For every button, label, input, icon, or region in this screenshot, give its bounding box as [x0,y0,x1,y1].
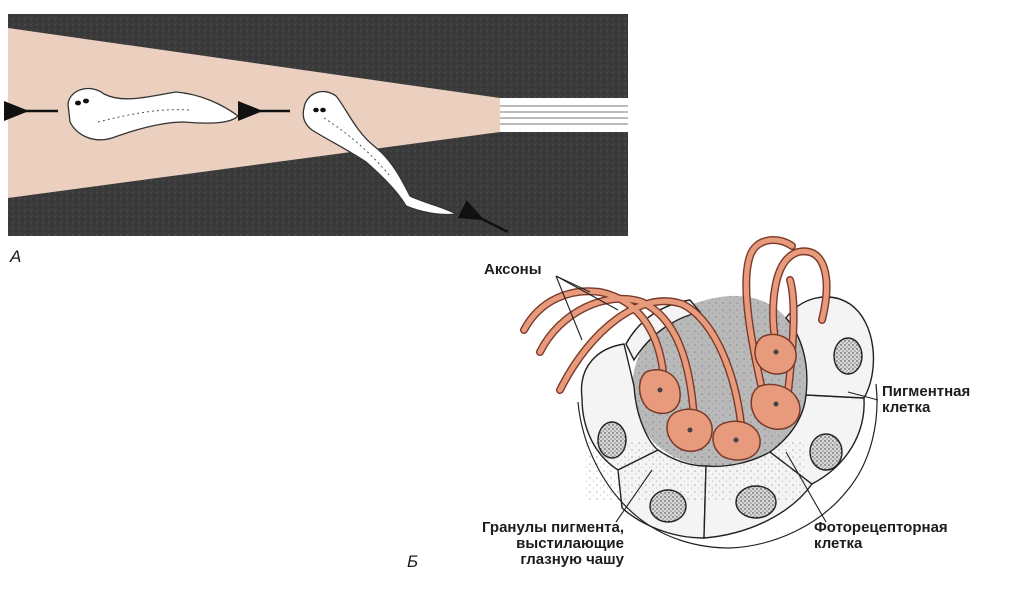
movement-arrow-entry [457,200,509,234]
photoreceptor-label: Фоторецепторная клетка [814,520,948,552]
leader-lines [555,275,879,523]
pigment-cell-label: Пигментная клетка [882,384,970,416]
axons-label: Аксоны [484,261,542,278]
panel-a [3,14,628,236]
photoreceptor-label-line1: Фоторецепторная [814,519,948,536]
pigment-granules-label-line2: выстилающие [516,534,624,552]
panel-a-label: А [10,247,22,266]
light-source [500,98,628,132]
photoreceptor-nuclei [657,349,779,443]
panel-b-label: Б [407,552,419,571]
photoreceptor-label-line2: клетка [814,534,863,552]
pigment-cell-label-line1: Пигментная [882,383,971,400]
panel-b-eye-cup [520,236,879,549]
pigment-granules-label-line1: Гранулы пигмента, [481,519,624,536]
pigment-cell-label-line2: клетка [882,398,931,416]
pigment-granules-label: Гранулы пигмента, выстилающие глазную ча… [456,520,624,567]
axons [520,236,831,438]
nuclei [597,337,863,523]
flatworm-right [302,91,458,216]
pigment-granules-label-line3: глазную чашу [520,550,624,568]
